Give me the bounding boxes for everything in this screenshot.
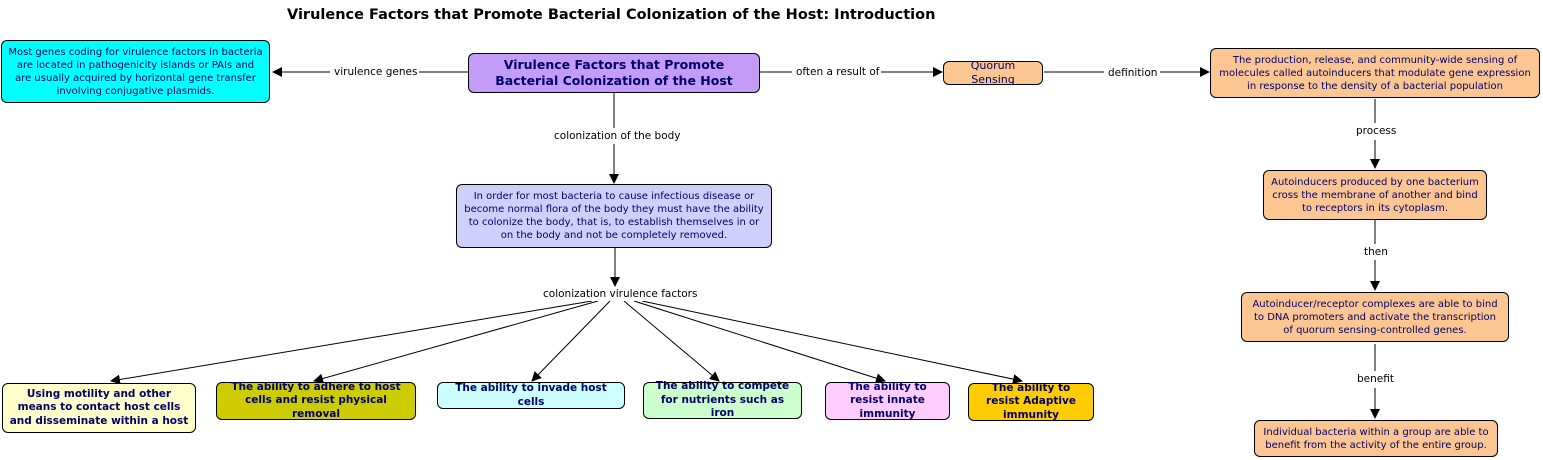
edge-factors-to-motility (110, 300, 593, 385)
link-label-colonization-factors: colonization virulence factors (541, 287, 700, 301)
group-benefit-node[interactable]: Individual bacteria within a group are a… (1254, 420, 1498, 457)
link-label-definition: definition (1106, 66, 1160, 80)
link-label-process: process (1354, 124, 1399, 138)
edge-factors-to-innate (633, 300, 886, 384)
page-title: Virulence Factors that Promote Bacterial… (287, 7, 936, 23)
innate-immunity-node[interactable]: The ability to resist innate immunity (825, 381, 950, 420)
autoinducers-node[interactable]: Autoinducers produced by one bacterium c… (1263, 170, 1487, 220)
edge-factors-to-adaptive (641, 300, 1023, 385)
colonization-node[interactable]: In order for most bacteria to cause infe… (456, 184, 772, 248)
root-concept-node[interactable]: Virulence Factors that Promote Bacterial… (468, 53, 760, 93)
link-label-virulence-genes: virulence genes (332, 65, 420, 79)
motility-node[interactable]: Using motility and other means to contac… (2, 383, 196, 433)
link-label-then: then (1362, 245, 1390, 259)
adhere-node[interactable]: The ability to adhere to host cells and … (216, 381, 416, 420)
adaptive-immunity-node[interactable]: The ability to resist Adaptive immunity (968, 382, 1094, 421)
link-label-often-result: often a result of (794, 65, 882, 79)
compete-node[interactable]: The ability to compete for nutrients suc… (643, 380, 802, 419)
receptor-complexes-node[interactable]: Autoinducer/receptor complexes are able … (1241, 292, 1509, 342)
invade-node[interactable]: The ability to invade host cells (437, 382, 625, 409)
edge-factors-to-invade (531, 300, 611, 382)
edge-factors-to-compete (623, 300, 720, 382)
edge-factors-to-adhere (313, 300, 599, 384)
quorum-definition-node[interactable]: The production, release, and community-w… (1210, 48, 1540, 98)
virulence-genes-node[interactable]: Most genes coding for virulence factors … (1, 40, 270, 103)
quorum-sensing-node[interactable]: Quorum Sensing (943, 59, 1043, 86)
link-label-benefit: benefit (1355, 372, 1396, 386)
link-label-colonization-body: colonization of the body (552, 129, 683, 143)
